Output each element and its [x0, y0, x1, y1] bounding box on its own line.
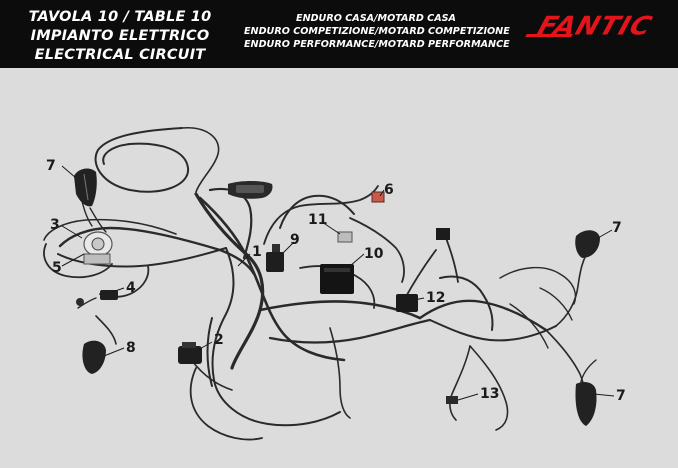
table-title-italian: IMPIANTO ELETTRICO	[30, 28, 210, 44]
callout-10: 10	[364, 246, 384, 262]
model-line-performance: ENDURO PERFORMANCE/MOTARD PERFORMANCE	[244, 39, 510, 50]
model-line-casa: ENDURO CASA/MOTARD CASA	[296, 13, 456, 24]
model-line-competizione: ENDURO COMPETIZIONE/MOTARD COMPETIZIONE	[244, 26, 510, 37]
callout-13: 13	[480, 386, 499, 402]
callout-1: 1	[252, 244, 262, 260]
callout-7-front-left: 7	[46, 158, 56, 174]
callout-7-rear-right: 7	[616, 388, 626, 404]
light-switch-cluster	[83, 231, 113, 265]
ignition-coil	[266, 244, 284, 272]
callout-12: 12	[426, 290, 445, 306]
components	[74, 168, 600, 426]
ecu-unit	[320, 264, 354, 294]
wiring-harness-diagram: 7 3 5 4 8 1 2 9 10 11 6 12 7 7 13	[0, 68, 678, 468]
connector-11	[337, 231, 353, 243]
callout-9: 9	[290, 232, 300, 248]
callout-labels: 7 3 5 4 8 1 2 9 10 11 6 12 7 7 13	[46, 158, 626, 404]
connector-6	[371, 191, 385, 203]
instrument-display	[228, 181, 273, 199]
callout-11: 11	[308, 212, 327, 228]
brand-logo-text: FANTIC	[533, 11, 657, 42]
callout-2: 2	[214, 332, 224, 348]
voltage-regulator	[396, 294, 418, 312]
relay-block	[436, 228, 450, 240]
leader-lines	[61, 165, 615, 401]
callout-8-left: 8	[126, 340, 136, 356]
callout-5: 5	[52, 260, 62, 276]
callout-8-right: 7	[612, 220, 622, 236]
ignition-switch	[178, 342, 202, 364]
turn-indicator-rear-right	[575, 382, 597, 426]
callout-3: 3	[50, 217, 60, 233]
header-bar: TAVOLA 10 / TABLE 10 IMPIANTO ELETTRICO …	[0, 0, 678, 68]
wire-harness	[43, 127, 597, 441]
turn-indicator-front-right	[575, 230, 600, 258]
brand-logo: FANTIC	[520, 8, 670, 48]
callout-4: 4	[126, 280, 136, 296]
table-title: TAVOLA 10 / TABLE 10	[28, 9, 212, 25]
turn-indicator-rear-left	[82, 340, 106, 374]
connector-4	[76, 290, 118, 306]
callout-6: 6	[384, 182, 394, 198]
turn-indicator-front-left	[74, 168, 97, 207]
table-title-english: ELECTRICAL CIRCUIT	[34, 47, 206, 63]
sensor-13	[446, 396, 458, 404]
